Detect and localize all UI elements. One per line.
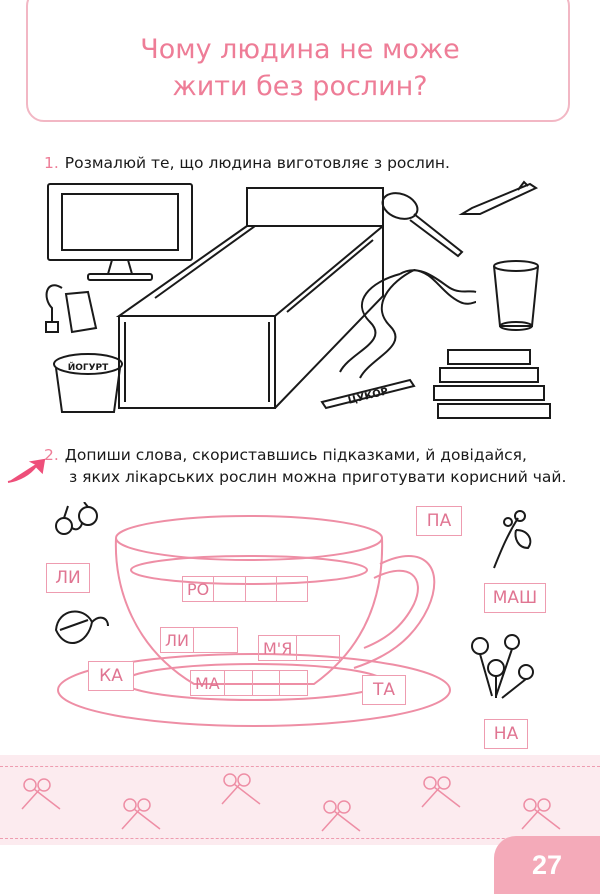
yogurt-icon[interactable]: ЙОГУРТ: [50, 350, 126, 418]
task-2-line-1: Допиши слова, скориставшись підказками, …: [64, 446, 527, 464]
letter-cell[interactable]: [251, 671, 280, 695]
word-slot-ro-prefix: РО: [187, 579, 210, 599]
scarf-icon[interactable]: [330, 262, 480, 382]
word-slot-li: ЛИ: [160, 627, 238, 653]
page-number: 27: [494, 836, 600, 894]
sugar-stick-icon[interactable]: ЦУКОР: [318, 372, 418, 412]
word-slot-ma-prefix: МА: [195, 673, 220, 693]
task-2-line-2: з яких лікарських рослин можна приготува…: [69, 468, 567, 486]
task-1-text: Розмалюй те, що людина виготовляє з росл…: [64, 154, 450, 172]
bed-icon[interactable]: [115, 186, 385, 416]
pointer-arrow-icon: [7, 458, 46, 483]
spoon-icon[interactable]: [380, 190, 470, 260]
linden-icon: [493, 510, 532, 569]
cut-line-top: [0, 766, 600, 767]
sugar-label: ЦУКОР: [347, 386, 389, 407]
word-slot-mya: М'Я: [258, 635, 340, 661]
task-1-number: 1.: [44, 154, 59, 172]
scissors-pattern-icon: [21, 773, 561, 832]
chamomile-icon: [471, 634, 534, 699]
mint-leaf-icon: [54, 610, 109, 644]
task-2-number: 2.: [44, 446, 59, 464]
hint-ta: ТА: [362, 675, 406, 705]
pen-icon[interactable]: [458, 178, 542, 218]
word-slot-ro: РО: [182, 576, 308, 602]
yogurt-label: ЙОГУРТ: [68, 361, 109, 373]
raspberry-icon: [55, 502, 98, 535]
letter-cell[interactable]: [244, 577, 276, 601]
books-icon[interactable]: [430, 346, 554, 422]
cut-line-bottom: [0, 838, 600, 839]
word-slot-mya-prefix: М'Я: [263, 638, 293, 658]
hint-pa: ПА: [416, 506, 462, 536]
word-slot-li-prefix: ЛИ: [165, 630, 189, 650]
letter-cell[interactable]: [193, 628, 237, 652]
page-title-line-1: Чому людина не може: [140, 34, 460, 65]
letter-cell[interactable]: [296, 636, 339, 660]
page-title-line-2: жити без рослин?: [172, 71, 428, 102]
letter-cell[interactable]: [223, 671, 252, 695]
title-frame: [26, 0, 570, 122]
letter-cell[interactable]: [279, 671, 307, 695]
tea-bag-icon[interactable]: [42, 278, 98, 336]
task-2: 2. Допиши слова, скориставшись підказками…: [44, 446, 527, 464]
hint-mash: МАШ: [484, 583, 546, 613]
glass-icon[interactable]: [490, 258, 544, 334]
word-slot-ma: МА: [190, 670, 308, 696]
hint-ka: КА: [88, 661, 134, 691]
letter-cell[interactable]: [275, 577, 307, 601]
hint-li: ЛИ: [46, 563, 90, 593]
monitor-icon[interactable]: [46, 182, 196, 284]
letter-cell[interactable]: [213, 577, 244, 601]
hint-na: НА: [484, 719, 528, 749]
decorative-band: [0, 755, 600, 845]
task-1: 1. Розмалюй те, що людина виготовляє з ро…: [44, 154, 450, 172]
